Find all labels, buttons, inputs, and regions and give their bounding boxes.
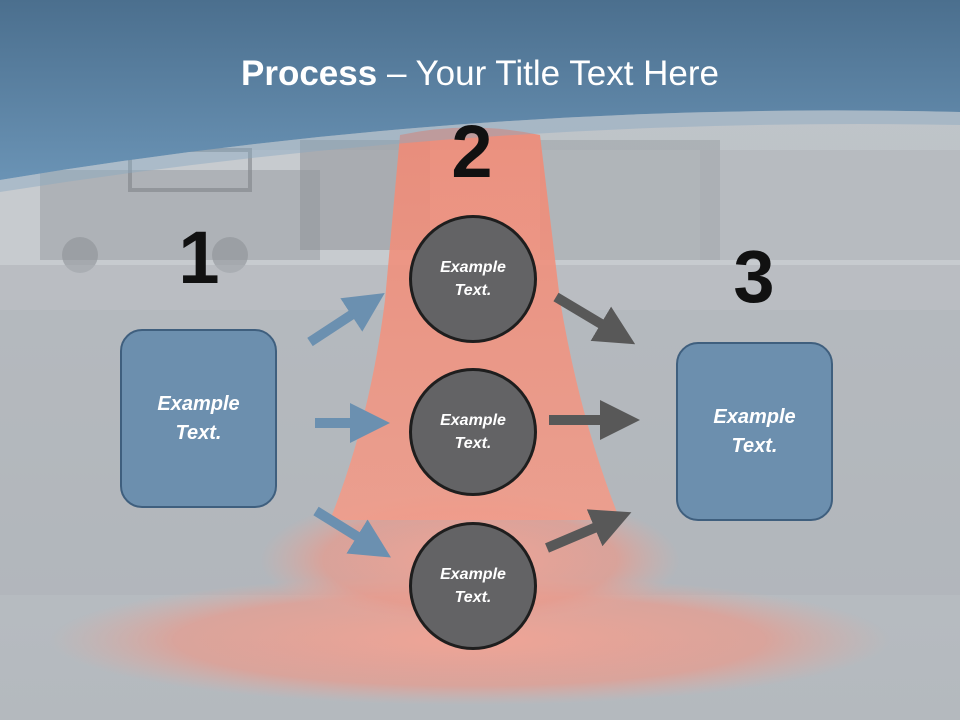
process-circle-middle: Example Text.: [409, 368, 537, 496]
arrow-right-down: [553, 292, 636, 345]
left-box-text: Example Text.: [157, 392, 240, 444]
right-process-box: Example Text.: [676, 342, 833, 521]
right-box-text: Example Text.: [713, 405, 796, 457]
process-circle-bottom: Example Text.: [409, 522, 537, 650]
circle-middle-text: Example Text.: [440, 412, 506, 452]
left-process-box: Example Text.: [120, 329, 277, 508]
circle-top-text: Example Text.: [440, 259, 506, 299]
title-bold: Process: [241, 54, 378, 93]
arrow-right-up: [545, 509, 632, 553]
arrow-left-up: [307, 293, 385, 347]
slide-title: Process – Your Title Text Here: [0, 52, 960, 96]
step-number-1: 1: [178, 216, 220, 299]
step-number-2: 2: [451, 110, 493, 193]
title-rest: – Your Title Text Here: [377, 54, 719, 93]
process-circle-top: Example Text.: [409, 215, 537, 343]
step-number-3: 3: [733, 235, 775, 318]
circle-bottom-text: Example Text.: [440, 566, 506, 606]
arrow-left-down: [313, 506, 391, 558]
